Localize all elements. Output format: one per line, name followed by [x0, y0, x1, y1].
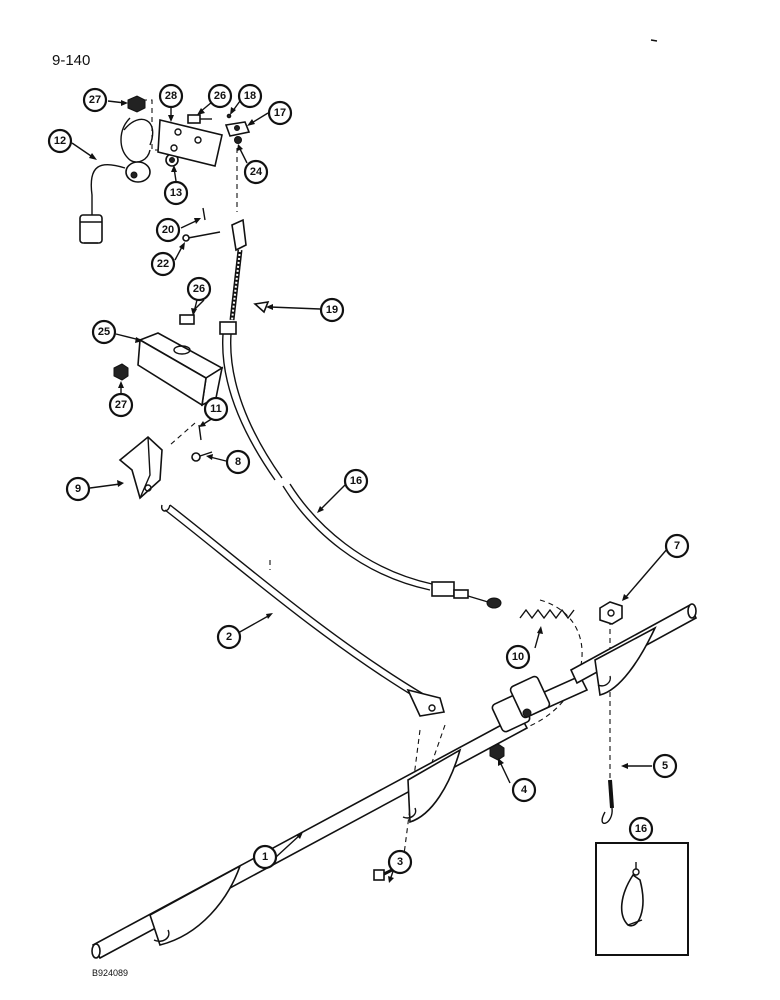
callout-17: 17	[267, 100, 293, 126]
svg-text:16: 16	[635, 823, 647, 835]
spring-11	[519, 608, 575, 620]
nut-27-top	[127, 95, 146, 113]
callout-26-mid: 26	[186, 276, 212, 302]
callout-leaders	[71, 100, 669, 883]
callout-19: 16	[343, 468, 369, 494]
corner-mark	[650, 39, 658, 42]
nut-27-mid	[113, 363, 129, 381]
bolt-26-mid	[179, 299, 205, 325]
callout-20: 19	[319, 297, 345, 323]
svg-text:18: 18	[244, 90, 256, 102]
callout-26-top: 26	[207, 83, 233, 109]
control-cable	[219, 218, 502, 609]
nut-4	[489, 743, 505, 761]
callout-13: 13	[163, 180, 189, 206]
callout-1: 1	[252, 844, 278, 870]
callout-8: 9	[65, 476, 91, 502]
svg-text:25: 25	[98, 326, 110, 338]
svg-text:16: 16	[350, 475, 362, 487]
svg-text:27: 27	[115, 399, 127, 411]
svg-text:20: 20	[162, 224, 174, 236]
svg-text:2: 2	[226, 631, 232, 643]
callout-27-mid: 27	[108, 392, 134, 418]
svg-text:5: 5	[662, 760, 668, 772]
support-bracket-25	[137, 332, 224, 407]
shaft-fins	[149, 626, 657, 946]
svg-text:10: 10	[512, 651, 524, 663]
svg-text:4: 4	[521, 784, 528, 796]
clevis-pin-23	[182, 231, 221, 242]
callout-10: 11	[203, 396, 229, 422]
svg-text:19: 19	[326, 304, 338, 316]
callout-11: 10	[505, 644, 531, 670]
svg-text:26: 26	[193, 283, 205, 295]
svg-text:24: 24	[250, 166, 263, 178]
light-switch-assembly	[79, 117, 179, 244]
svg-text:26: 26	[214, 90, 226, 102]
drawing-code: B924089	[92, 968, 129, 978]
callout-25: 25	[91, 319, 117, 345]
callout-23: 22	[150, 251, 176, 277]
callout-28: 28	[158, 83, 184, 109]
screw-9	[191, 451, 213, 462]
svg-text:1: 1	[262, 851, 268, 863]
callout-22: 20	[155, 217, 181, 243]
pin-22	[202, 207, 206, 221]
callout-3: 3	[387, 849, 413, 875]
svg-text:11: 11	[210, 403, 222, 415]
link-rod-2	[160, 504, 446, 717]
callout-18: 18	[237, 83, 263, 109]
assembly-guide-lines	[142, 99, 611, 871]
washer-10	[198, 424, 202, 441]
svg-text:13: 13	[170, 187, 182, 199]
callout-24: 24	[243, 159, 269, 185]
j-bolt-5	[601, 779, 614, 824]
svg-text:27: 27	[89, 94, 101, 106]
callout-5: 5	[652, 753, 678, 779]
svg-text:12: 12	[54, 135, 66, 147]
bracket-8	[118, 435, 163, 500]
svg-text:9: 9	[75, 483, 81, 495]
callout-16-inset: 16	[628, 816, 654, 842]
svg-text:22: 22	[157, 258, 169, 270]
callout-7: 7	[664, 533, 690, 559]
svg-text:28: 28	[165, 90, 177, 102]
callout-9: 8	[225, 449, 251, 475]
callout-27-top: 27	[82, 87, 108, 113]
callout-2: 2	[216, 624, 242, 650]
callout-labels: 27 28 26 18 17 12 13 24 20 22 26 19 25 2…	[47, 83, 690, 875]
svg-text:8: 8	[235, 456, 241, 468]
page-number: 9-140	[52, 52, 91, 69]
bolt-26-top	[187, 114, 212, 124]
cable-clip	[224, 113, 251, 144]
inset-detail-16	[595, 842, 689, 956]
svg-text:7: 7	[674, 540, 680, 552]
bracket-plate	[157, 118, 223, 167]
nut-7	[599, 601, 623, 625]
svg-text:17: 17	[274, 107, 286, 119]
callout-12: 12	[47, 128, 73, 154]
svg-text:3: 3	[397, 856, 403, 868]
callout-4: 4	[511, 777, 537, 803]
